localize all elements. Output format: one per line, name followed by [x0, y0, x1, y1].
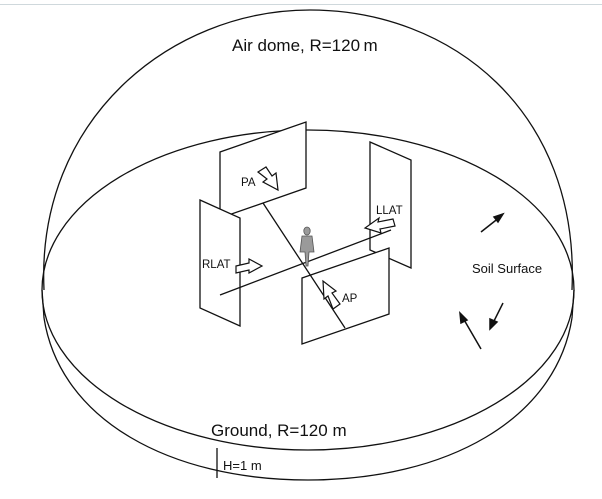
air-dome-label: Air dome, R=120 m	[232, 36, 378, 55]
rlat-label: RLAT	[202, 259, 231, 271]
rlat-plane	[199, 198, 241, 328]
ap-plane	[301, 247, 390, 345]
ap-label: AP	[342, 293, 358, 305]
ap-arrow	[322, 279, 341, 310]
axis-pa-ap	[262, 202, 346, 329]
soil-arrow-3	[492, 302, 504, 324]
height-label: H=1 m	[223, 458, 262, 473]
rlat-arrow	[235, 257, 264, 275]
llat-label: LLAT	[376, 205, 403, 217]
llat-plane	[369, 141, 412, 269]
soil-surface-label: Soil Surface	[472, 261, 542, 276]
pa-arrow	[256, 166, 279, 192]
top-rule	[0, 4, 602, 5]
ground-bottom-arc	[43, 317, 573, 481]
pa-label: PA	[241, 177, 256, 189]
ground-label: Ground, R=120 m	[211, 421, 347, 440]
soil-arrow-3-head	[489, 317, 499, 331]
soil-arrow-2	[462, 317, 482, 350]
llat-arrow	[363, 216, 396, 234]
ground-side-left	[41, 289, 45, 319]
soil-arrow-2-head	[459, 310, 469, 325]
air-dome-outline	[43, 9, 573, 291]
soil-arrow-1-head	[492, 212, 505, 224]
phantom-figure	[299, 226, 315, 267]
ground-side-right	[571, 289, 575, 319]
